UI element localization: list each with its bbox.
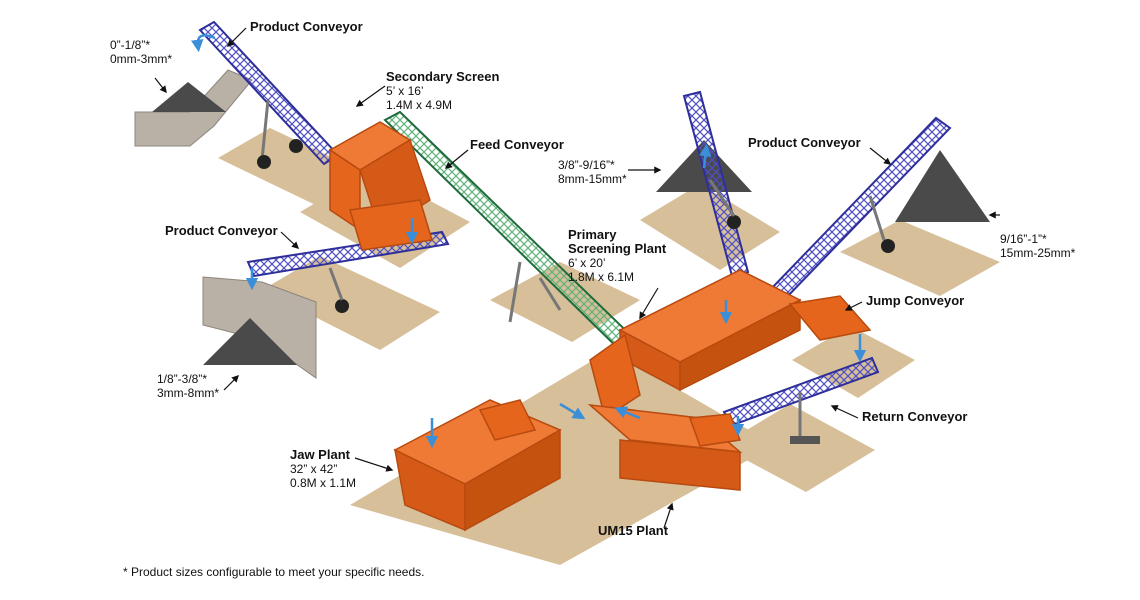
label-text: Product Conveyor xyxy=(748,135,861,150)
product-conveyor-center xyxy=(682,90,750,278)
label-size-m: 1.8M x 6.1M xyxy=(568,270,635,284)
label-product-conveyor-left: Product Conveyor xyxy=(165,224,278,238)
label-jaw-plant: Jaw Plant 32” x 42” 0.8M x 1.1M xyxy=(290,447,357,491)
label-text: Product Conveyor xyxy=(165,223,278,238)
label-return-conveyor: Return Conveyor xyxy=(862,410,967,424)
label-title-2: Screening Plant xyxy=(568,241,667,256)
pile-right xyxy=(895,150,990,222)
label-jump-conveyor: Jump Conveyor xyxy=(866,294,964,308)
jaw-plant xyxy=(393,399,562,532)
primary-screening-plant xyxy=(589,269,802,420)
pad-return xyxy=(720,404,875,492)
label-text: UM15 Plant xyxy=(598,523,669,538)
size-mm: 3mm-8mm* xyxy=(157,386,219,400)
label-product-conveyor-right: Product Conveyor xyxy=(748,136,861,150)
label-um15-plant: UM15 Plant xyxy=(598,524,668,538)
size-inches: 3/8”-9/16”* xyxy=(558,158,615,172)
pad-left-conveyor xyxy=(262,256,440,350)
pile-left xyxy=(203,318,297,365)
leader-lines xyxy=(154,27,1000,529)
flow-arrows xyxy=(191,34,867,449)
label-size-m: 0.8M x 1.1M xyxy=(290,476,357,490)
size-inches: 9/16”-1”* xyxy=(1000,232,1047,246)
label-text: Product Conveyor xyxy=(250,19,363,34)
label-title-1: Primary xyxy=(568,227,617,242)
footnote: * Product sizes configurable to meet you… xyxy=(123,565,425,579)
label-text: Return Conveyor xyxy=(862,409,968,424)
label-secondary-screen: Secondary Screen 5’ x 16’ 1.4M x 4.9M xyxy=(386,69,500,113)
label-product-conveyor-top: Product Conveyor xyxy=(250,20,363,34)
label-size-in: 5’ x 16’ xyxy=(386,84,424,98)
label-size-in: 32” x 42” xyxy=(290,462,338,476)
label-title: Secondary Screen xyxy=(386,69,500,84)
size-mm: 0mm-3mm* xyxy=(110,52,172,66)
label-feed-conveyor: Feed Conveyor xyxy=(470,138,564,152)
size-label-right: 9/16”-1”* 15mm-25mm* xyxy=(1000,232,1075,260)
size-mm: 8mm-15mm* xyxy=(558,172,627,186)
label-title: Jaw Plant xyxy=(290,447,350,462)
label-text: Jump Conveyor xyxy=(866,293,965,308)
label-primary-screening-plant: Primary Screening Plant 6’ x 20’ 1.8M x … xyxy=(568,227,667,285)
size-inches: 0”-1/8”* xyxy=(110,38,151,52)
size-inches: 1/8”-3/8”* xyxy=(157,372,208,386)
pad-jump xyxy=(792,326,915,398)
jump-conveyor-plant xyxy=(788,295,872,341)
pad-right-pile xyxy=(840,220,1000,296)
label-size-in: 6’ x 20’ xyxy=(568,256,606,270)
pile-top-left xyxy=(152,82,226,112)
label-text: Feed Conveyor xyxy=(470,137,564,152)
size-mm: 15mm-25mm* xyxy=(1000,246,1076,260)
label-size-m: 1.4M x 4.9M xyxy=(386,98,453,112)
size-label-center: 3/8”-9/16”* 8mm-15mm* xyxy=(558,158,627,186)
size-label-left: 1/8”-3/8”* 3mm-8mm* xyxy=(157,372,219,400)
size-label-top-left: 0”-1/8”* 0mm-3mm* xyxy=(110,38,172,66)
pad-center-pile xyxy=(640,184,780,270)
